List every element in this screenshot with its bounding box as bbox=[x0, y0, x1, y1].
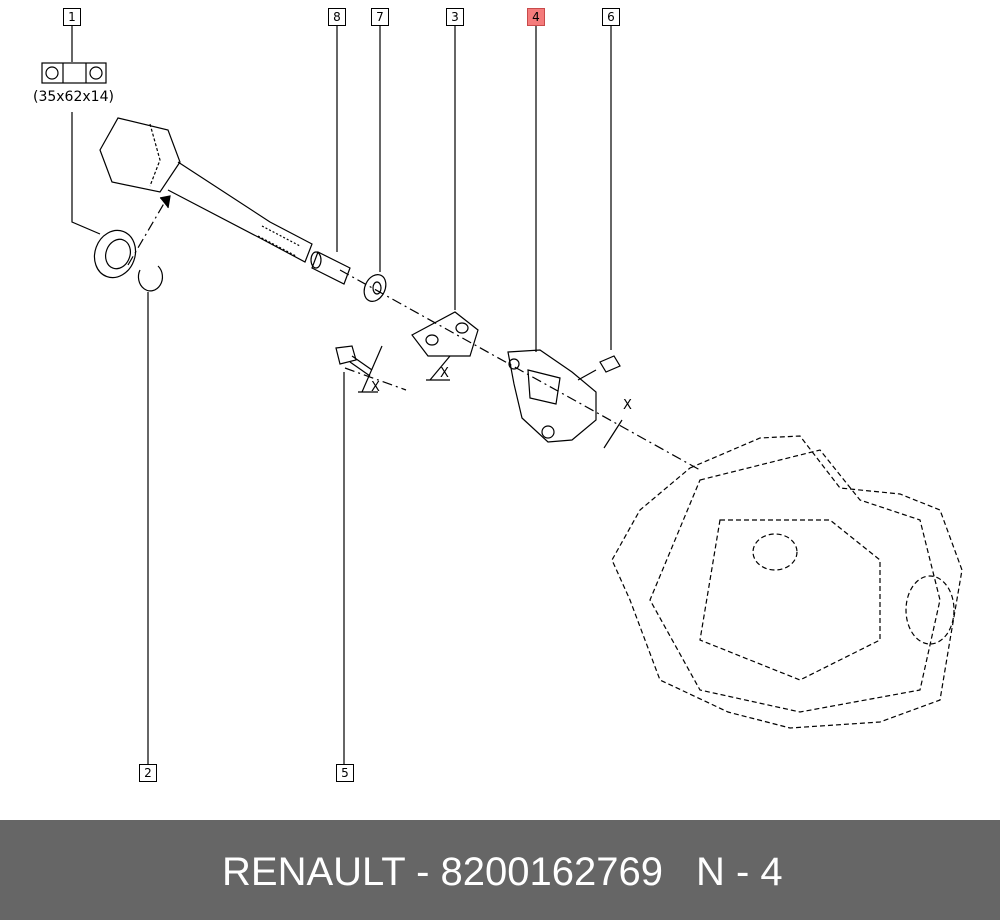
axis-lines bbox=[127, 199, 701, 471]
diagram-code-label: N - 4 bbox=[696, 850, 783, 894]
bearing-dimensions: (35x62x14) bbox=[33, 89, 114, 105]
bracket bbox=[411, 311, 479, 357]
footer-banner: RENAULT - 8200162769 N - 4 bbox=[0, 820, 1000, 920]
callout-5: 5 bbox=[336, 764, 354, 782]
diagram-drawing bbox=[41, 25, 963, 764]
torque-mark-bracket: X bbox=[440, 366, 449, 381]
torque-mark-bolt: X bbox=[371, 380, 380, 395]
actuator bbox=[507, 349, 621, 443]
callout-1: 1 bbox=[63, 8, 81, 26]
callout-4-highlighted: 4 bbox=[527, 8, 545, 26]
part-number-label: RENAULT - 8200162769 bbox=[222, 850, 664, 894]
callout-6: 6 bbox=[602, 8, 620, 26]
callout-2: 2 bbox=[139, 764, 157, 782]
sleeve-and-washer bbox=[310, 251, 387, 302]
gearbox-housing bbox=[611, 435, 963, 729]
shaft bbox=[99, 117, 313, 263]
bearing-symbol bbox=[41, 62, 107, 84]
leader-lines bbox=[71, 25, 612, 764]
callout-8: 8 bbox=[328, 8, 346, 26]
torque-ticks bbox=[358, 345, 623, 449]
seal-and-circlip bbox=[93, 229, 164, 292]
torque-mark-screw: X bbox=[623, 398, 632, 413]
exploded-parts-diagram: 1 8 7 3 4 6 2 5 (35x62x14) X X X bbox=[33, 8, 963, 782]
callout-3: 3 bbox=[446, 8, 464, 26]
bolt bbox=[335, 345, 373, 377]
callout-7: 7 bbox=[371, 8, 389, 26]
arrow-head bbox=[159, 195, 171, 209]
